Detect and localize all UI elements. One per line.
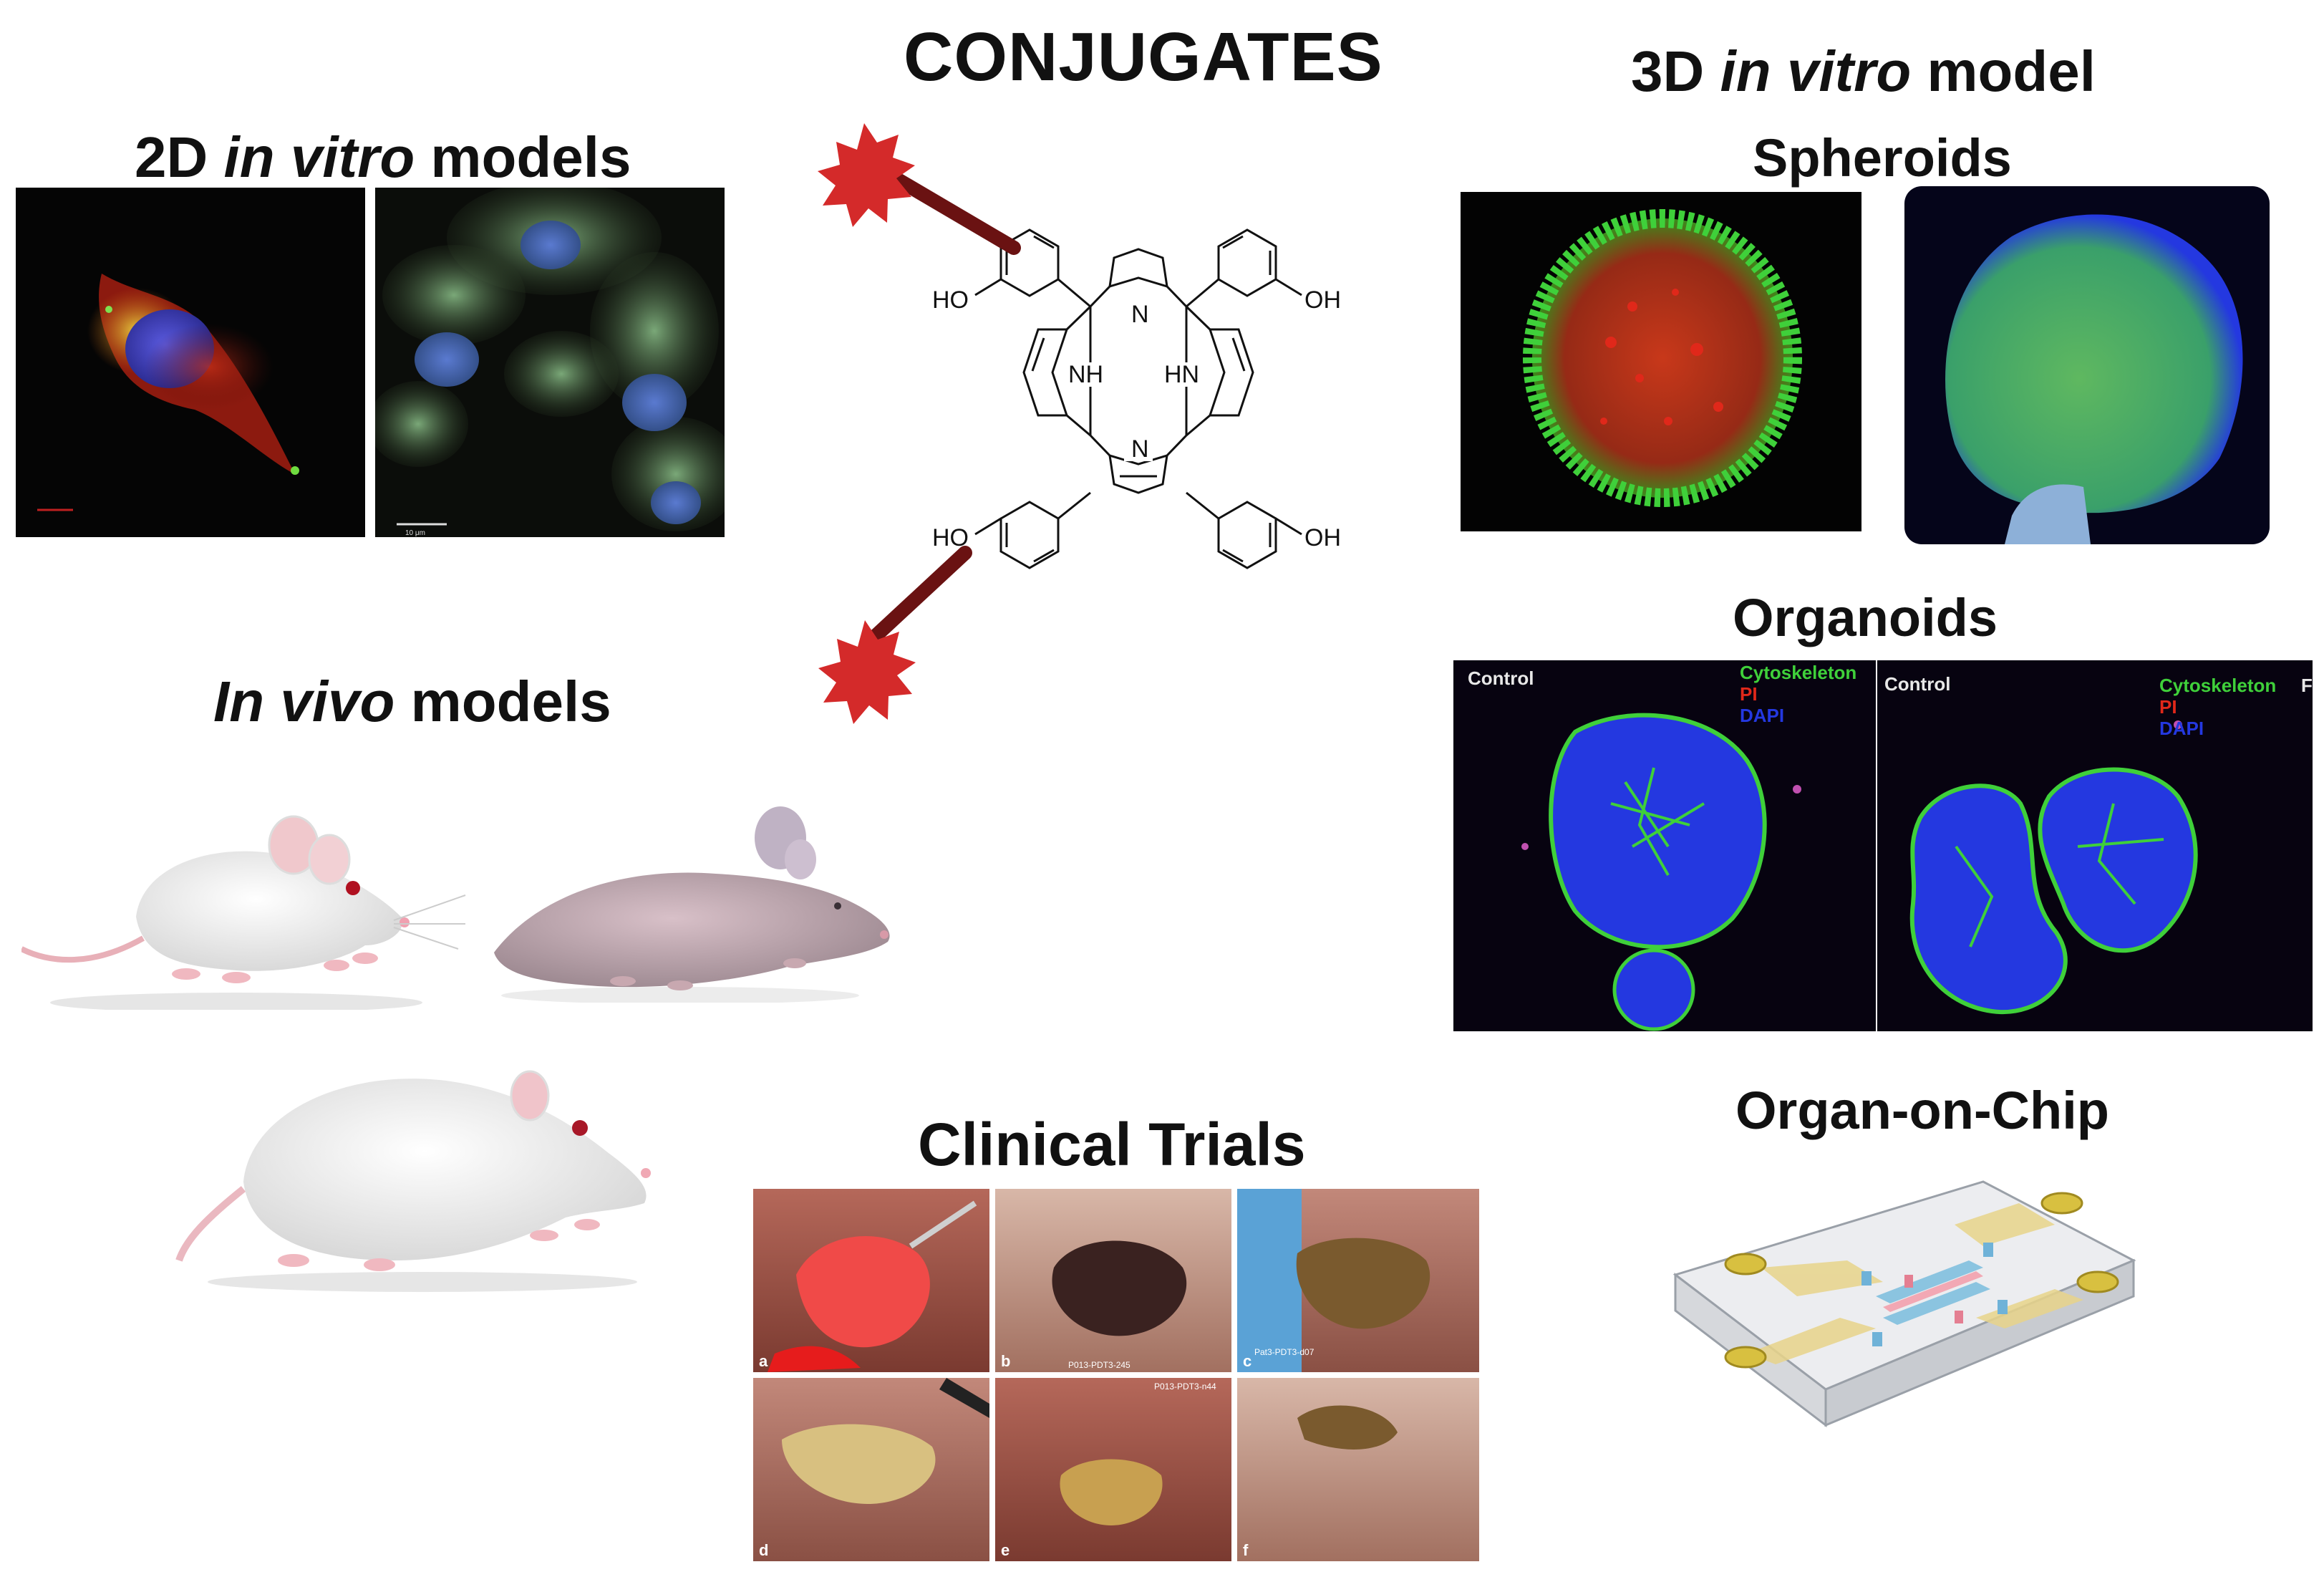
porphyrin-conjugate-structure: N NH HN N HO OH HO OH	[795, 115, 1425, 745]
heading-in-vivo-suffix: models	[410, 670, 611, 733]
heading-3d-suffix: model	[1927, 39, 2096, 103]
organoid-image-left: Control Cytoskeleton PI DAPI	[1453, 660, 1876, 1031]
atom-hn-right: HN	[1164, 361, 1199, 388]
atom-ho-top-left: HO	[932, 286, 969, 314]
micrograph-2d-right: 10 μm	[375, 188, 725, 537]
heading-organoids: Organoids	[1733, 588, 1998, 647]
conjugate-star-top	[818, 123, 915, 227]
organoid-control-label-left: Control	[1468, 667, 1534, 689]
clinical-panel-letter-c: c	[1243, 1352, 1251, 1370]
heading-in-vivo-models: In vivo models	[213, 673, 611, 730]
heading-in-vivo-italic: In vivo	[213, 670, 395, 733]
organoid-legend-cytoskeleton-left: Cytoskeleton	[1740, 662, 1857, 683]
organoid-legend-pi-left: PI	[1740, 683, 1758, 705]
clinical-panel-letter-f: f	[1243, 1541, 1249, 1559]
organ-on-chip-illustration	[1668, 1175, 2141, 1439]
clinical-photo-grid: a b c d e f P013-PDT3-245 Pat3-PDT3-d07 …	[753, 1189, 1479, 1561]
organoid-legend-pi-right: PI	[2159, 696, 2177, 718]
clinical-panel-letter-b: b	[1001, 1352, 1010, 1370]
clinical-panel-letter-d: d	[759, 1541, 768, 1559]
white-mouse-illustration	[21, 795, 473, 1010]
heading-2d-in-vitro-models: 2D in vitro models	[135, 129, 631, 186]
heading-2d-suffix: models	[430, 125, 631, 189]
micrograph-2d-left	[16, 188, 365, 537]
spheroid-image-left	[1461, 192, 1861, 531]
atom-n-top: N	[1131, 301, 1149, 328]
scale-bar-label: 10 μm	[405, 529, 425, 537]
atom-n-bottom: N	[1131, 435, 1149, 463]
heading-2d-italic: in vitro	[223, 125, 415, 189]
organoid-legend-cytoskeleton-right: Cytoskeleton	[2159, 675, 2277, 696]
heading-clinical-trials: Clinical Trials	[918, 1111, 1306, 1178]
nude-mouse-illustration	[480, 788, 909, 1003]
main-title: CONJUGATES	[904, 19, 1383, 95]
organoid-legend-dapi-left: DAPI	[1740, 705, 1785, 726]
clinical-caption-b: P013-PDT3-245	[1068, 1360, 1130, 1370]
organoid-control-label-right: Control	[1884, 673, 1951, 695]
heading-3d-italic: in vitro	[1720, 39, 1912, 103]
organoid-legend-dapi-right: DAPI	[2159, 718, 2204, 739]
clinical-caption-c: Pat3-PDT3-d07	[1254, 1347, 1314, 1357]
clinical-caption-e: P013-PDT3-n44	[1154, 1381, 1216, 1392]
spheroid-image-right	[1904, 186, 2270, 544]
atom-oh-top-right: OH	[1304, 286, 1341, 314]
heading-organ-on-chip: Organ-on-Chip	[1735, 1081, 2110, 1140]
white-rat-illustration	[165, 1053, 687, 1296]
clinical-panel-letter-a: a	[759, 1352, 768, 1370]
heading-3d-in-vitro-model: 3D in vitro model	[1631, 43, 2096, 100]
clinical-panel-letter-e: e	[1001, 1541, 1010, 1559]
atom-nh-left: NH	[1068, 361, 1103, 388]
atom-oh-bottom-right: OH	[1304, 524, 1341, 551]
heading-3d-prefix: 3D	[1631, 39, 1705, 103]
linker-bottom	[859, 546, 972, 652]
heading-spheroids: Spheroids	[1753, 128, 2012, 188]
organoid-edge-letter: F	[2301, 675, 2313, 696]
conjugate-star-bottom	[818, 620, 916, 724]
heading-2d-prefix: 2D	[135, 125, 208, 189]
organoid-image-right: Control Cytoskeleton PI DAPI F	[1877, 660, 2313, 1031]
linker-top	[868, 159, 1021, 255]
